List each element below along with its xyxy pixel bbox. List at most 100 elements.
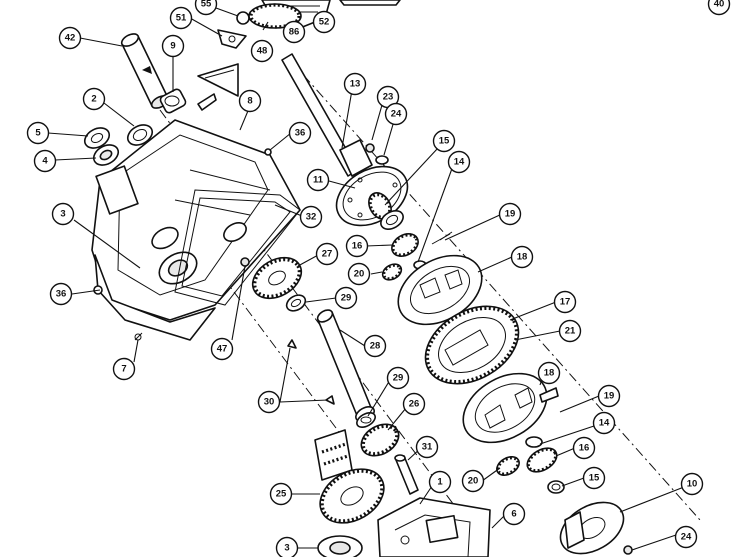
callout-15-lower-label: 15: [589, 473, 600, 484]
callout-20-lower: 20: [461, 469, 485, 493]
callout-13-label: 13: [350, 79, 361, 90]
callout-21: 21: [558, 319, 582, 343]
callout-23-label: 23: [383, 92, 394, 103]
part-left-bearings: [83, 124, 154, 166]
callout-47-label: 47: [217, 344, 228, 355]
callout-14-top-label: 14: [454, 157, 465, 168]
callout-27: 27: [315, 242, 339, 266]
callout-16-lower: 16: [572, 436, 596, 460]
callout-36-left-label: 36: [56, 289, 67, 300]
callout-11-label: 11: [313, 175, 324, 186]
part-lower-carrier: [462, 372, 559, 444]
part-small-pins: [134, 231, 453, 405]
callout-16-lower-label: 16: [579, 443, 590, 454]
callout-10: 10: [680, 472, 704, 496]
callout-31: 31: [415, 435, 439, 459]
callout-47: 47: [210, 337, 234, 361]
callout-3-left: 3: [51, 202, 75, 226]
part-gear-25: [314, 429, 385, 524]
callout-19-top-label: 19: [505, 209, 516, 220]
callout-52-label: 52: [319, 17, 330, 28]
part-pin-31: [394, 454, 419, 495]
callout-32-label: 32: [306, 212, 317, 223]
part-lower-housing: [377, 497, 491, 557]
callout-24-top-label: 24: [391, 109, 402, 120]
callout-28: 28: [363, 334, 387, 358]
callout-3-lower-label: 3: [284, 543, 289, 554]
callout-42: 42: [58, 26, 82, 50]
callout-10-label: 10: [687, 479, 698, 490]
callout-8: 8: [238, 89, 262, 113]
callout-19-top: 19: [498, 202, 522, 226]
callout-2-label: 2: [91, 94, 96, 105]
callout-48: 48: [250, 39, 274, 63]
part-lower-shaft: [316, 309, 375, 423]
callout-20-lower-label: 20: [468, 476, 479, 487]
callout-29-top-label: 29: [341, 293, 352, 304]
part-gasket: [174, 189, 301, 306]
callout-29-top: 29: [334, 286, 358, 310]
callout-51: 51: [169, 6, 193, 30]
callout-48-label: 48: [257, 46, 268, 57]
callout-25-label: 25: [276, 489, 287, 500]
callout-1: 1: [428, 470, 452, 494]
callout-86: 86: [282, 20, 306, 44]
callout-24-lower-label: 24: [681, 532, 692, 543]
callout-18-top-label: 18: [517, 252, 528, 263]
callout-18-lower-label: 18: [544, 368, 555, 379]
callout-5-label: 5: [35, 128, 41, 139]
callout-16-top-label: 16: [352, 241, 363, 252]
part-gearbox-housing: [91, 119, 301, 341]
callout-51-label: 51: [176, 13, 187, 24]
callout-3-lower: 3: [275, 536, 299, 557]
callout-1-label: 1: [437, 477, 443, 488]
part-upper-small-gears: [381, 233, 427, 281]
callout-15-top: 15: [432, 129, 456, 153]
part-bearing-cup: [159, 88, 187, 114]
part-lower-small-gears: [496, 436, 565, 494]
callout-6: 6: [502, 502, 526, 526]
callout-2: 2: [82, 87, 106, 111]
callout-14-lower: 14: [592, 411, 616, 435]
callout-20-top: 20: [347, 262, 371, 286]
callout-9: 9: [161, 34, 185, 58]
callout-4-label: 4: [42, 156, 48, 167]
callout-18-top: 18: [510, 245, 534, 269]
callout-24-lower: 24: [674, 525, 698, 549]
part-upper-carrier: [397, 233, 483, 326]
part-lower-bearing: [317, 535, 363, 557]
callout-55-label: 55: [201, 0, 212, 10]
callout-55: 55: [194, 0, 218, 16]
callout-18-lower: 18: [537, 361, 561, 385]
callout-4: 4: [33, 149, 57, 173]
callout-24-top: 24: [384, 102, 408, 126]
callout-52: 52: [312, 10, 336, 34]
callout-8-label: 8: [247, 96, 252, 107]
callout-3-left-label: 3: [60, 209, 65, 220]
callout-36-top-label: 36: [295, 128, 306, 139]
callout-30-label: 30: [264, 397, 275, 408]
callout-29-lower-label: 29: [393, 373, 404, 384]
callout-40-label: 40: [714, 0, 725, 10]
callout-31-label: 31: [422, 442, 433, 453]
callout-17: 17: [553, 290, 577, 314]
part-cone-cover: [197, 63, 239, 111]
part-gear-27: [251, 256, 307, 312]
callout-15-lower: 15: [582, 466, 606, 490]
callout-32: 32: [299, 205, 323, 229]
part-ring-gear: [424, 305, 520, 385]
callout-27-label: 27: [322, 249, 333, 260]
callout-30: 30: [257, 390, 281, 414]
callout-36-left: 36: [49, 282, 73, 306]
callout-40: 40: [707, 0, 731, 16]
callout-17-label: 17: [560, 297, 571, 308]
callout-6-label: 6: [511, 509, 516, 520]
callout-7: 7: [112, 357, 136, 381]
callout-42-label: 42: [65, 33, 76, 44]
callout-11: 11: [306, 168, 330, 192]
callout-26: 26: [402, 392, 426, 416]
callout-9-label: 9: [170, 41, 175, 52]
callout-16-top: 16: [345, 234, 369, 258]
callout-19-lower: 19: [597, 384, 621, 408]
